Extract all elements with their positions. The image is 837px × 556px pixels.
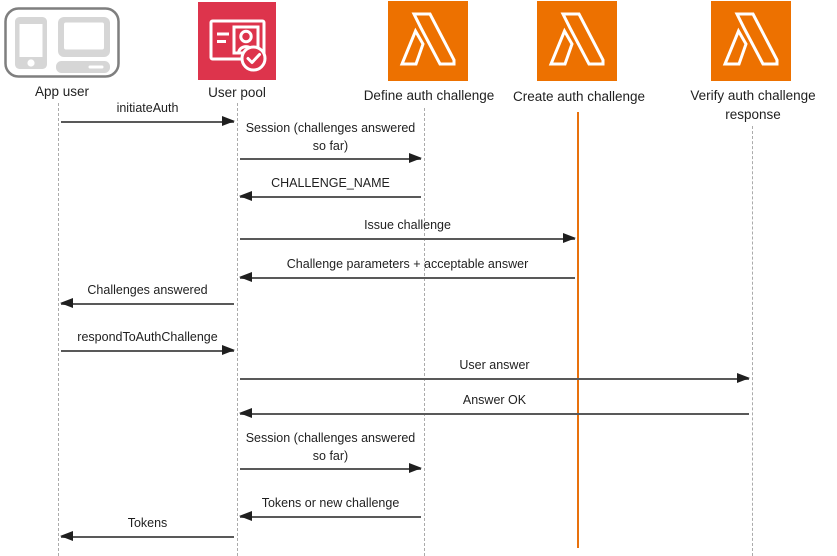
actor-label-app-user: App user	[34, 84, 90, 99]
message-label: Tokens	[127, 516, 168, 530]
actor-label-verify-auth: Verify auth challenge response	[690, 88, 816, 122]
message-answer-ok: Answer OK	[239, 392, 749, 418]
message-challenges-answered: Challenges answered	[60, 282, 234, 308]
message-user-answer: User answer	[240, 357, 750, 383]
message-label: CHALLENGE_NAME	[271, 176, 390, 190]
user-pool-actor	[198, 2, 276, 80]
message-tokens: Tokens	[60, 515, 234, 541]
message-arrow	[239, 190, 421, 201]
message-arrow	[240, 463, 422, 473]
lifeline-define-auth	[424, 108, 425, 556]
lambda-icon	[388, 1, 468, 81]
actor-label-user-pool: User pool	[208, 85, 266, 100]
lambda-icon	[711, 1, 791, 81]
message-issue-challenge: Issue challenge	[240, 217, 576, 243]
message-label: Session (challenges answered so far)	[245, 431, 416, 463]
devices-icon	[4, 7, 120, 78]
message-tokens-or-new-challenge: Tokens or new challenge	[239, 495, 421, 521]
verify-auth-challenge-actor	[711, 1, 791, 81]
message-respond-to-auth-challenge: respondToAuthChallenge	[61, 329, 235, 355]
message-label: User answer	[459, 358, 530, 372]
message-challenge-name: CHALLENGE_NAME	[239, 175, 421, 201]
message-arrow	[239, 271, 575, 282]
lambda-icon	[537, 1, 617, 81]
message-label: Challenges answered	[87, 283, 208, 297]
message-challenge-parameters: Challenge parameters + acceptable answer	[239, 256, 575, 282]
message-label: respondToAuthChallenge	[77, 330, 218, 344]
lifeline-user-pool	[237, 103, 238, 556]
message-label: Challenge parameters + acceptable answer	[286, 257, 529, 271]
message-arrow	[61, 344, 235, 355]
message-session-2: Session (challenges answered so far)	[240, 430, 422, 473]
lifeline-app-user	[58, 103, 59, 556]
message-label: Tokens or new challenge	[261, 496, 400, 510]
message-initiateauth: initiateAuth	[61, 100, 235, 126]
message-label: Session (challenges answered so far)	[245, 121, 416, 153]
define-auth-challenge-actor	[388, 1, 468, 81]
create-auth-challenge-actor	[537, 1, 617, 81]
message-arrow	[60, 530, 234, 541]
message-session-1: Session (challenges answered so far)	[240, 120, 422, 163]
message-label: Answer OK	[462, 393, 527, 407]
message-arrow	[239, 510, 421, 521]
message-arrow	[60, 297, 234, 308]
message-arrow	[61, 115, 235, 126]
app-user-actor	[4, 6, 120, 79]
lifeline-create-auth	[577, 112, 579, 548]
message-label: Issue challenge	[364, 218, 451, 232]
message-arrow	[239, 407, 749, 418]
message-arrow	[240, 153, 422, 163]
message-arrow	[240, 232, 576, 243]
message-arrow	[240, 372, 750, 383]
message-label: initiateAuth	[116, 101, 179, 115]
user-pool-card-icon	[198, 2, 276, 80]
actor-label-create-auth: Create auth challenge	[512, 89, 646, 104]
lifeline-verify-auth	[752, 126, 753, 556]
actor-label-define-auth: Define auth challenge	[363, 88, 495, 103]
